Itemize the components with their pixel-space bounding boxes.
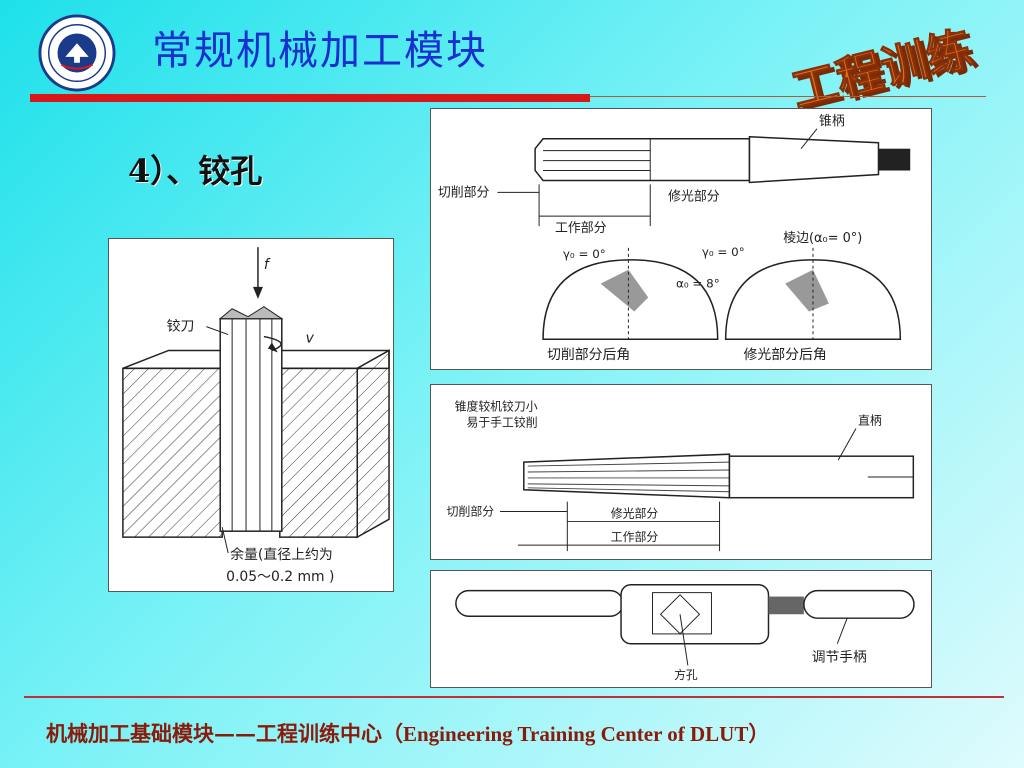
hand-reamer-diagram: 锥度较机铰刀小 易于手工铰削 直柄 切削部分 修光部分 工作部分 [430, 384, 932, 560]
finishing-part-label: 修光部分 [668, 189, 720, 204]
gamma-angle-finishing: γ₀ = 0° [702, 245, 745, 259]
footer-close: ） [748, 721, 770, 746]
footer-cn: 机械加工基础模块——工程训练中心（ [46, 721, 403, 746]
taper-note-line2: 易于手工铰削 [466, 416, 537, 430]
page-title: 常规机械加工模块 [152, 28, 488, 74]
straight-shank-label: 直柄 [858, 414, 882, 428]
allowance-label-line2: 0.05～0.2 mm ) [226, 569, 334, 585]
section-heading: 4）、铰孔 [128, 152, 263, 190]
footer-text: 机械加工基础模块——工程训练中心（Engineering Training Ce… [46, 718, 769, 748]
feed-label: f [264, 257, 271, 273]
university-logo-icon [38, 14, 116, 92]
square-hole-label: 方孔 [674, 668, 698, 682]
engineering-training-badge: 工程训练 工程训练 [786, 20, 983, 110]
speed-label: v [306, 331, 315, 347]
land-label: 棱边(α₀= 0°) [783, 230, 862, 246]
tool-label: 铰刀 [167, 319, 195, 335]
hand-cutting-part-label: 切削部分 [447, 505, 495, 519]
taper-note-line1: 锥度较机铰刀小 [455, 400, 538, 414]
hand-working-part-label: 工作部分 [611, 530, 659, 544]
tap-wrench-diagram: 方孔 调节手柄 [430, 570, 932, 688]
reaming-illustration: f v 铰刀 余量(直径上约为 0.05～0.2 mm ) [108, 238, 394, 592]
gamma-angle-cutting: γ₀ = 0° [563, 247, 606, 261]
footer-divider [24, 696, 1004, 698]
hand-finishing-part-label: 修光部分 [611, 506, 659, 520]
header-divider-red [30, 94, 590, 102]
finishing-relief-label: 修光部分后角 [744, 347, 827, 363]
alpha-angle-label: α₀ = 8° [676, 277, 720, 291]
cutting-relief-label: 切削部分后角 [547, 347, 630, 363]
allowance-label-line1: 余量(直径上约为 [230, 546, 333, 563]
cutting-part-label: 切削部分 [438, 185, 490, 200]
taper-shank-label: 锥柄 [819, 114, 845, 129]
adjust-handle-label: 调节手柄 [812, 649, 867, 665]
working-part-label: 工作部分 [555, 221, 607, 236]
footer-en: Engineering Training Center of DLUT [403, 722, 749, 746]
machine-reamer-diagram: 锥柄 切削部分 修光部分 工作部分 γ₀ = 0° α₀ = 8° γ₀ = 0… [430, 108, 932, 370]
header-divider-thin [590, 96, 986, 97]
